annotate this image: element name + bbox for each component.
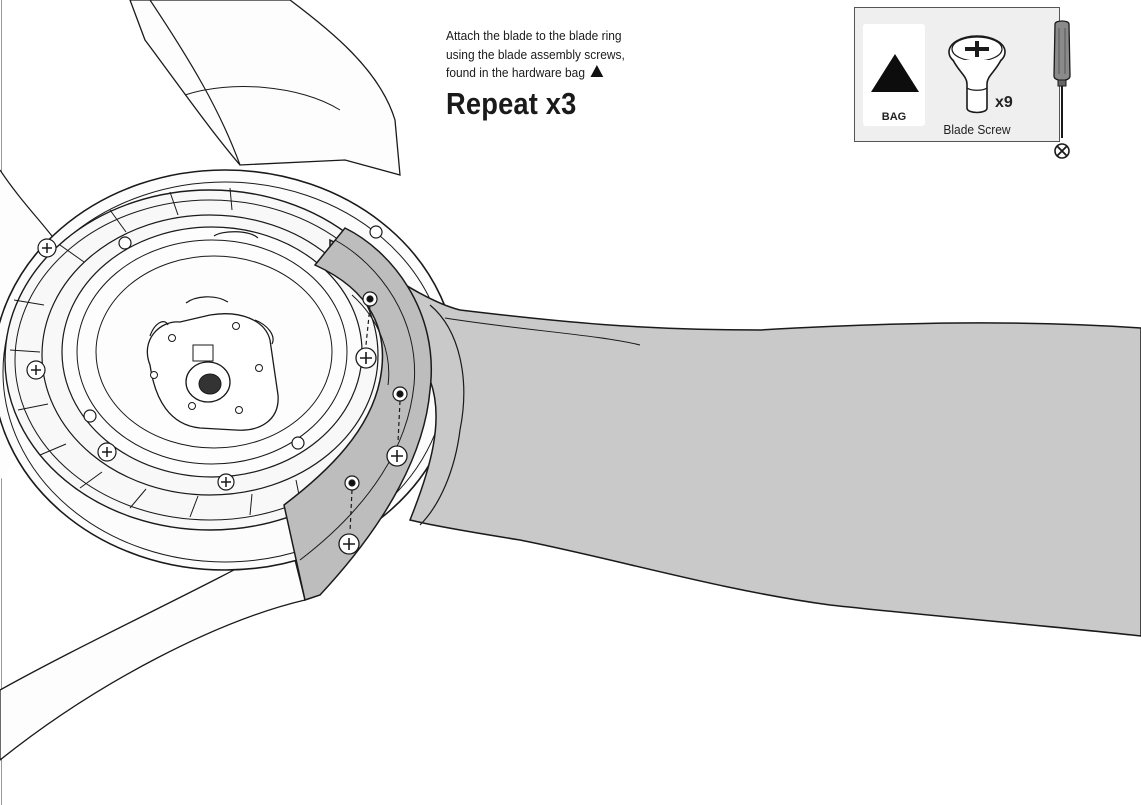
blade-bracket (283, 227, 432, 601)
hardware-box: BAG x9 Blade Screw (854, 7, 1060, 142)
instruction-line-3-text: found in the hardware bag (446, 65, 585, 80)
hardware-bag: BAG (863, 24, 925, 126)
lower-left-blade (0, 539, 306, 761)
repeat-heading: Repeat x3 (446, 86, 577, 121)
instruction-line-3: found in the hardware bag (446, 64, 658, 83)
phillips-screw-icon (948, 35, 1006, 114)
bracket-holes (344, 291, 408, 491)
screw-quantity: x9 (995, 94, 1013, 111)
blade-screws (338, 305, 408, 555)
screw-name: Blade Screw (943, 122, 1011, 137)
instruction-line-1: Attach the blade to the blade ring (446, 28, 622, 43)
phillips-tip-icon (1054, 143, 1070, 159)
triangle-marker-icon (590, 65, 604, 77)
instruction-text: Attach the blade to the blade ring using… (446, 27, 658, 83)
bag-label: BAG (881, 111, 907, 123)
bag-triangle-icon (871, 54, 919, 92)
main-blade (329, 238, 1141, 637)
screwdriver-icon (1053, 20, 1071, 138)
housing-screws (26, 225, 383, 491)
instruction-line-2: using the blade assembly screws, (446, 46, 625, 62)
